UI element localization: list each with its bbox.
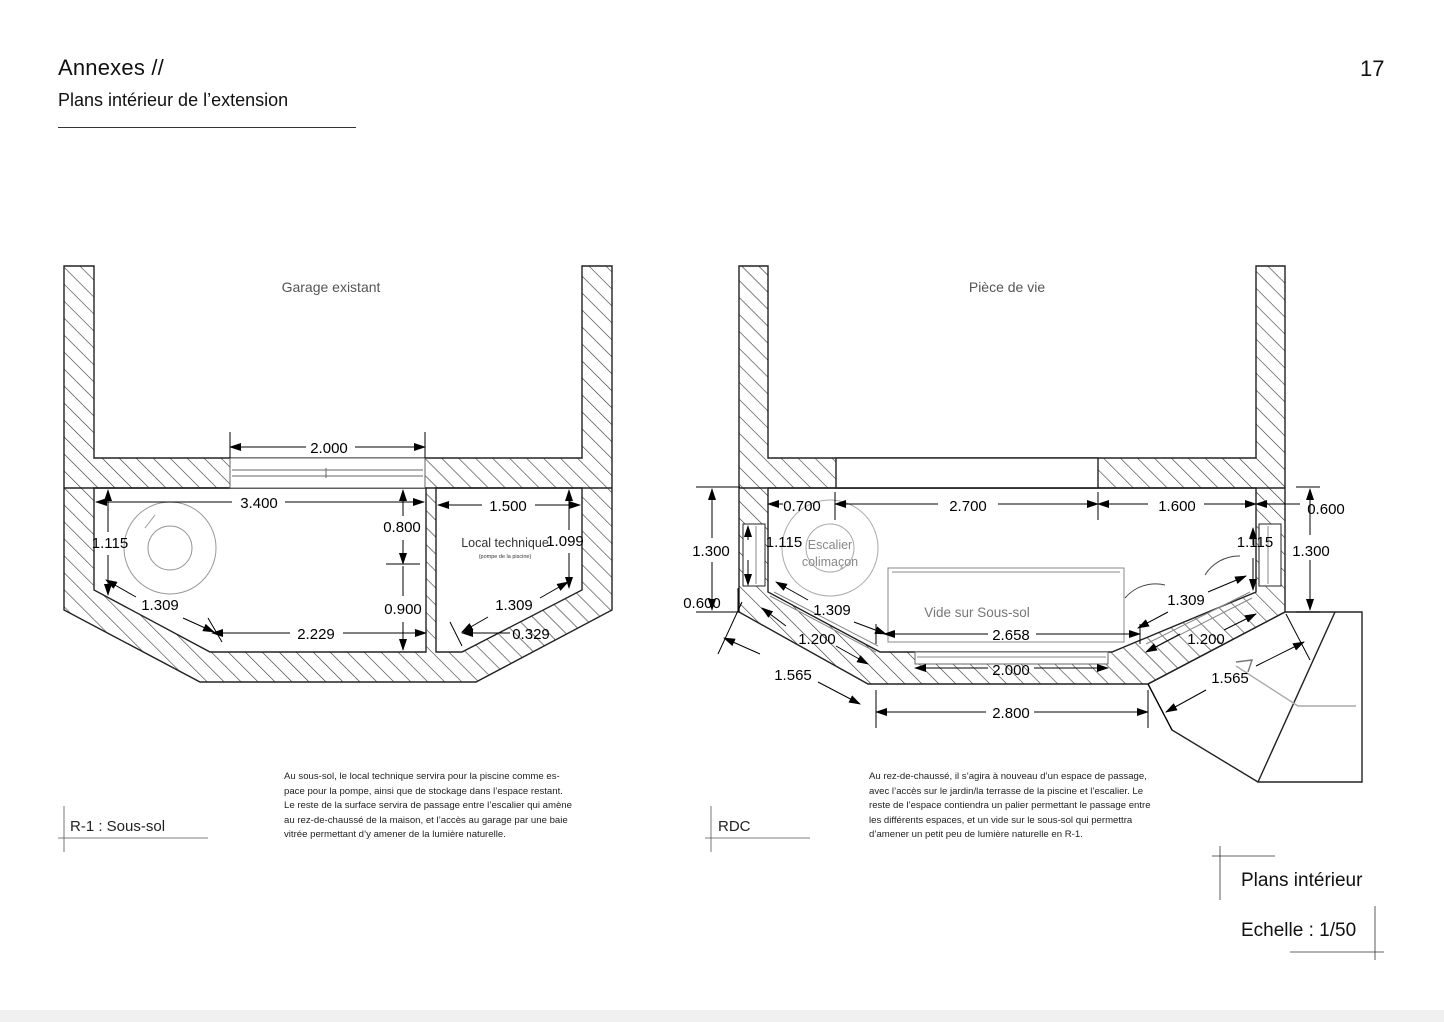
title-block-frame [1212,846,1384,960]
dim-label: 1.309 [1167,592,1205,609]
left-description-line: au rez-de-chaussé de la maison, et l’acc… [284,814,568,826]
left-dimension-lines [95,432,581,651]
right-stair-label-1: Escalier [808,538,852,552]
dim-label: 2.000 [992,662,1030,679]
left-dimension-labels: 2.000 3.400 1.500 0.800 1.115 1.099 1.30… [92,440,584,643]
right-void-label: Vide sur Sous-sol [924,605,1030,620]
dim-label: 1.565 [774,667,812,684]
dim-label: 1.300 [692,543,730,560]
dim-label: 2.700 [949,498,987,515]
dim-label: 2.000 [310,440,348,457]
page-title: Annexes // [58,55,164,80]
left-caption-frame [58,806,208,852]
left-description-line: vitrée permettant d’y amener de la lumiè… [284,829,506,840]
dim-label: 1.600 [1158,498,1196,515]
dim-label: 1.309 [813,602,851,619]
left-room-garage: Garage existant [282,279,381,295]
right-plan-caption: RDC [718,818,751,835]
dim-label: 0.900 [384,601,422,618]
right-stair-label-2: colimaçon [802,555,858,569]
right-description-line: Au rez-de-chaussé, il s’agira à nouveau … [869,771,1147,782]
dim-label: 2.658 [992,627,1030,644]
dim-label: 1.200 [1187,631,1225,648]
dim-label: 1.115 [1237,534,1273,551]
right-caption-frame [705,806,810,852]
dim-label: 0.700 [783,498,821,515]
right-description-line: d’amener un petit peu de lumière naturel… [869,829,1083,840]
left-stair [123,501,217,595]
right-plan-walls [738,265,1286,685]
dim-label: 0.600 [1307,501,1345,518]
dim-label: 2.229 [297,626,335,643]
right-description-line: les différents espaces, et un vide sur l… [869,814,1133,826]
dim-label: 1.115 [92,535,128,552]
dim-label: 1.500 [489,498,527,515]
left-plan-caption: R-1 : Sous-sol [70,818,165,835]
dim-label: 0.600 [683,595,721,612]
dim-label: 1.565 [1211,670,1249,687]
title-block-scale: Echelle : 1/50 [1241,920,1356,941]
dim-label: 1.300 [1292,543,1330,560]
left-plan-description: Au sous-sol, le local technique servira … [284,770,572,843]
dim-label: 2.800 [992,705,1030,722]
dim-label: 1.200 [798,631,836,648]
dim-label: 1.099 [546,533,584,550]
right-description-line: reste de l’espace contiendra un palier p… [869,800,1151,811]
left-room-technique: Local technique [461,536,549,550]
dim-label: 1.309 [141,597,179,614]
left-description-line: pace pour la pompe, ainsi que de stockag… [284,785,563,797]
page-number: 17 [1360,56,1385,81]
title-block-title: Plans intérieur [1241,870,1363,891]
dim-label: 1.115 [766,534,802,551]
header-rule [58,127,356,128]
left-window [229,457,426,489]
dim-label: 0.800 [383,519,421,536]
dim-label: 3.400 [240,495,278,512]
left-room-technique-note: (pompe de la piscine) [479,554,532,560]
right-void-and-openings [769,499,1253,665]
left-description-line: Au sous-sol, le local technique servira … [284,771,560,782]
right-plan-description: Au rez-de-chaussé, il s’agira à nouveau … [869,770,1151,843]
left-description-line: Le reste de la surface servira de passag… [284,800,572,811]
right-dimension-lines [696,486,1320,731]
right-description-line: avec l’accès sur le jardin/la terrasse d… [869,785,1144,797]
right-dimension-labels: 0.700 2.700 1.600 0.600 1.300 1.115 1.11… [683,498,1345,722]
page-subtitle: Plans intérieur de l’extension [58,90,289,110]
dim-label: 0.329 [512,626,550,643]
dim-label: 1.309 [495,597,533,614]
footer-bar [0,1010,1444,1022]
right-room-piece-de-vie: Pièce de vie [969,279,1045,295]
